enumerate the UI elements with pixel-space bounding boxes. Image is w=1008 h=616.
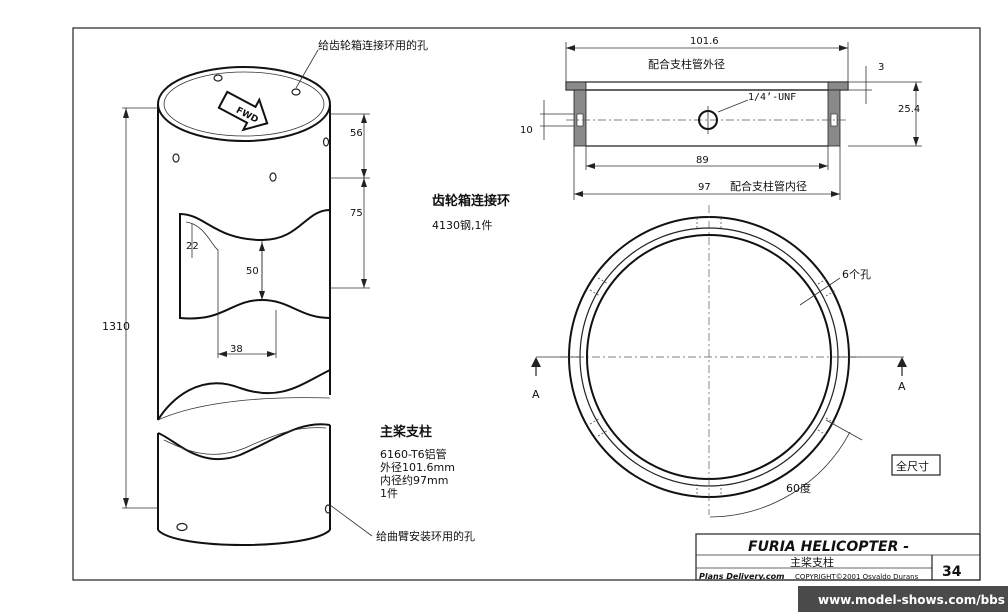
project-title: FURIA HELICOPTER - [748, 539, 909, 555]
dim-89: 89 [696, 155, 709, 166]
dim-56: 56 [350, 128, 363, 139]
strut-spec-3: 内径约97mm [380, 473, 448, 487]
od-mating-note: 配合支柱管外径 [648, 57, 725, 71]
six-holes-note: 6个孔 [842, 268, 871, 281]
watermark-bar [798, 586, 1008, 612]
dim-22: 22 [186, 241, 199, 252]
dim-101-6: 101.6 [690, 36, 719, 47]
ring-section-view: 101.6 配合支柱管外径 1/4’-UNF 3 25.4 10 [520, 36, 922, 200]
gearbox-hole-note: 给齿轮箱连接环用的孔 [318, 38, 428, 52]
full-size-note: 全尺寸 [896, 459, 929, 473]
strut-tube-drawing: FWD 1310 56 75 22 [102, 49, 373, 546]
strut-spec-4: 1件 [380, 487, 398, 500]
section-a-left: A [532, 388, 540, 401]
copyright: COPYRIGHT©2001 Osvaldo Durans [795, 573, 919, 581]
publisher: Plans Delivery.com [699, 572, 784, 581]
id-mating-note: 配合支柱管内径 [730, 179, 807, 193]
gear-ring-material: 4130钢,1件 [432, 219, 493, 232]
strut-spec-2: 外径101.6mm [380, 461, 455, 474]
section-a-right: A [898, 380, 906, 393]
full-size-box [891, 454, 941, 476]
dim-50: 50 [246, 266, 259, 277]
part-name: 主桨支柱 [790, 555, 834, 569]
thread-note: 1/4’-UNF [748, 92, 796, 103]
strut-title: 主桨支柱 [380, 424, 432, 440]
page-number: 34 [942, 564, 962, 580]
sheet-border [72, 27, 981, 581]
crank-hole-note: 给曲臂安装环用的孔 [376, 529, 475, 543]
angle-60: 60度 [786, 481, 811, 495]
strut-spec-1: 6160-T6铝管 [380, 447, 447, 461]
dim-75: 75 [350, 208, 363, 219]
title-block [695, 533, 981, 581]
dim-10: 10 [520, 125, 533, 136]
dim-3: 3 [878, 62, 884, 73]
gear-ring-title: 齿轮箱连接环 [432, 193, 510, 209]
dim-1310: 1310 [102, 320, 130, 333]
dim-97: 97 [698, 182, 711, 193]
ring-plan-view: 6个孔 60度 A A [531, 205, 907, 518]
dim-38: 38 [230, 344, 243, 355]
watermark-text: www.model-shows.com/bbs [818, 593, 1005, 607]
dim-25-4: 25.4 [898, 104, 920, 115]
